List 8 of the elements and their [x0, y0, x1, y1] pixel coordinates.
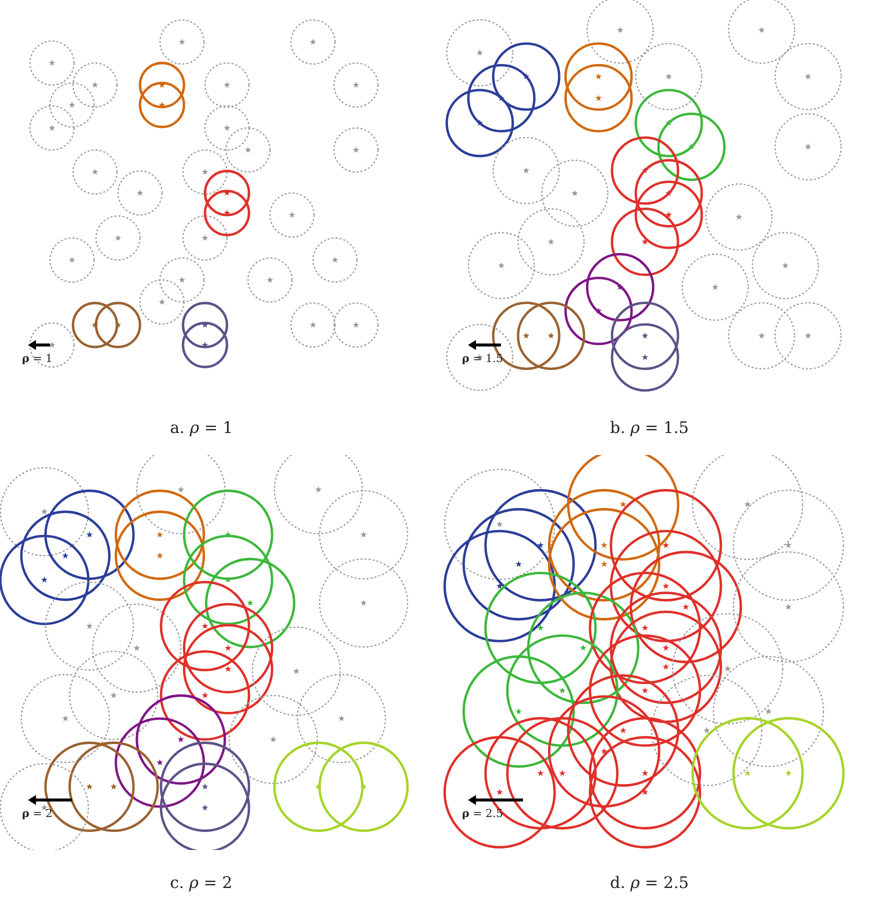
panel-caption: d. ρ = 2.5: [610, 873, 689, 892]
radius-label: ρ = 2: [22, 807, 53, 820]
panel-caption: b. ρ = 1.5: [610, 418, 689, 437]
panel-caption: c. ρ = 2: [170, 873, 232, 892]
panel-caption: a. ρ = 1: [170, 418, 233, 437]
radius-label: ρ = 2.5: [462, 807, 504, 820]
radius-label: ρ = 1: [22, 352, 53, 365]
radius-label: ρ = 1.5: [462, 352, 504, 365]
